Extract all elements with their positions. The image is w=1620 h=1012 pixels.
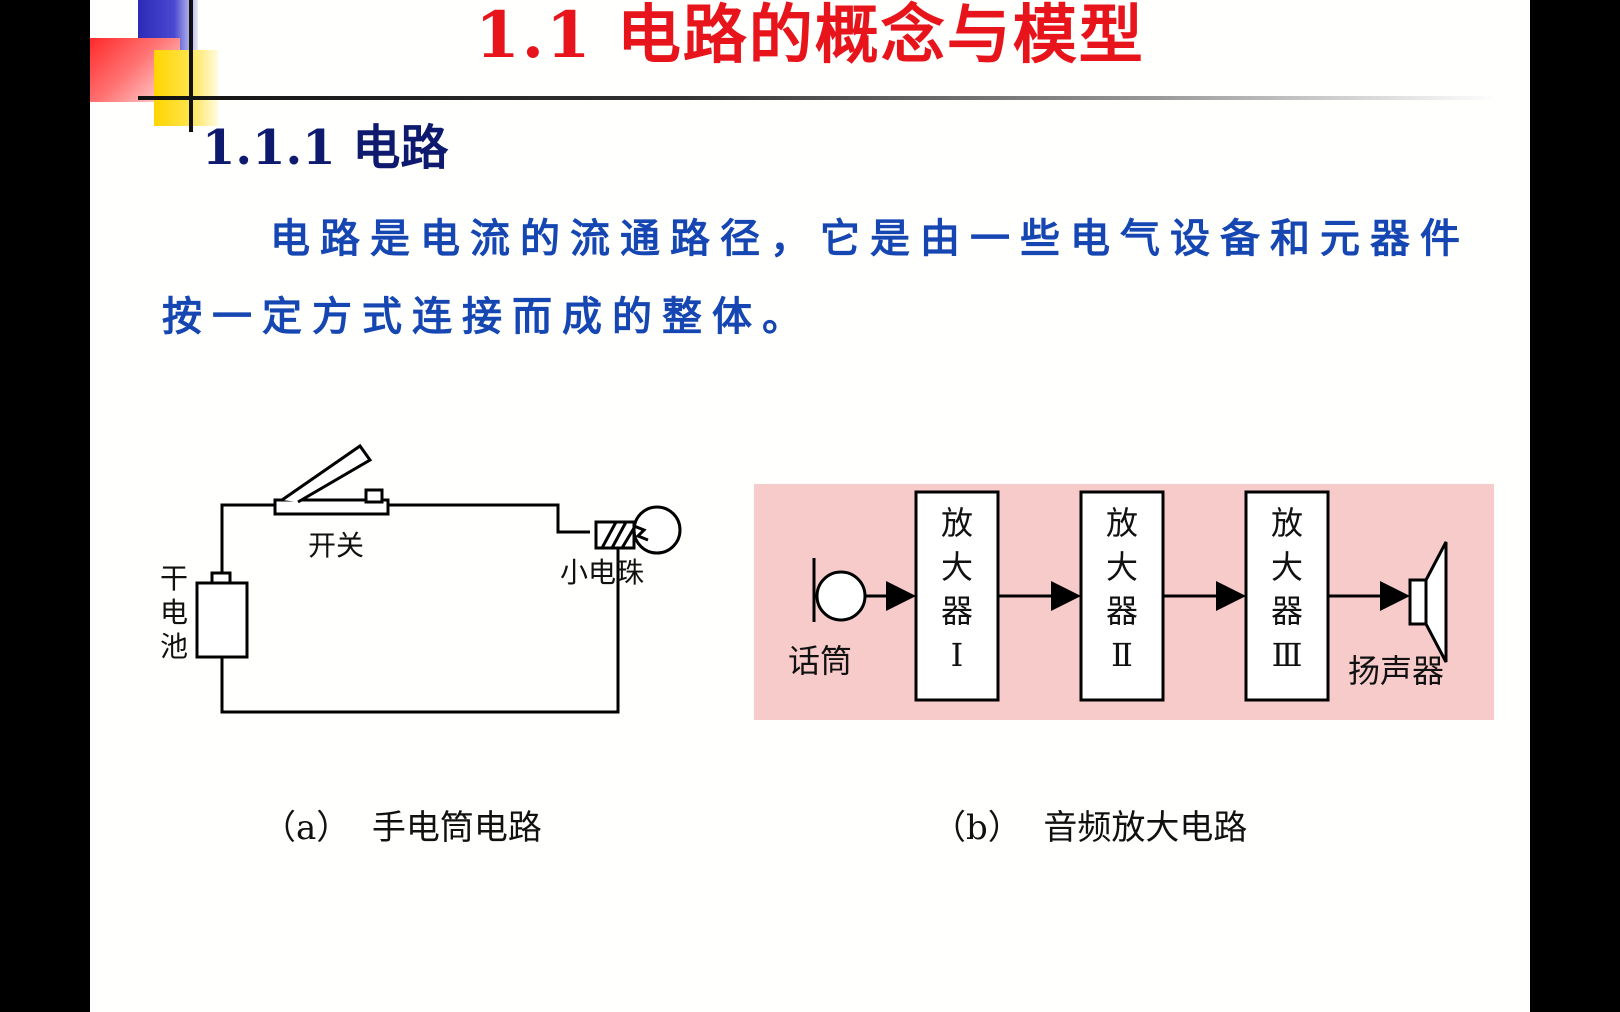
title-underline [138,96,1498,100]
battery-label-char: 池 [160,630,188,663]
battery-label: 干 电 池 [160,562,188,663]
amplifier-1-text: 器 [941,592,973,630]
amplifier-1-text: Ⅰ [951,636,964,674]
corner-decoration-vertical-line [189,0,193,132]
battery-label-char: 电 [160,596,188,629]
amplifier-2-text: Ⅱ [1111,636,1133,674]
section-heading: 1.1.1 电路 [202,120,449,176]
amplifier-3-text: 大 [1271,548,1303,586]
amplifier-2-text: 器 [1106,592,1138,630]
amplifier-block-2 [1079,490,1165,702]
amplifier-block-3 [1244,490,1330,702]
corner-decoration-yellow [154,50,218,126]
switch-label: 开关 [308,529,364,562]
amplifier-1-text: 大 [941,548,973,586]
microphone-label: 话筒 [788,642,852,680]
flashlight-circuit-diagram: 开关 小电珠 干 电 池 [160,443,682,714]
audio-amplifier-block-diagram: 放 大 器 Ⅰ 放 大 器 Ⅱ 放 大 器 Ⅲ 话筒 扬声器 [754,484,1494,720]
speaker-label: 扬声器 [1348,652,1444,690]
battery-label-char: 干 [160,562,188,595]
slide-title: 1.1 电路的概念与模型 [475,0,1145,73]
amplifier-3-text: 器 [1271,592,1303,630]
amplifier-1-text: 放 [941,504,973,542]
definition-paragraph: 电路是电流的流通路径，它是由一些电气设备和元器件按一定方式连接而成的整体。 [162,215,1470,340]
amplifier-2-text: 大 [1106,548,1138,586]
bulb-label: 小电珠 [560,556,644,589]
amplifier-3-text: 放 [1271,504,1303,542]
slide: 1.1 电路的概念与模型 1.1.1 电路 电路是电流的流通路径，它是由一些电气… [90,0,1530,1012]
figure-a-caption: （a） 手电筒电路 [262,808,542,848]
amplifier-3-text: Ⅲ [1272,636,1303,674]
amplifier-2-text: 放 [1106,504,1138,542]
figure-b-caption: （b） 音频放大电路 [932,808,1248,848]
